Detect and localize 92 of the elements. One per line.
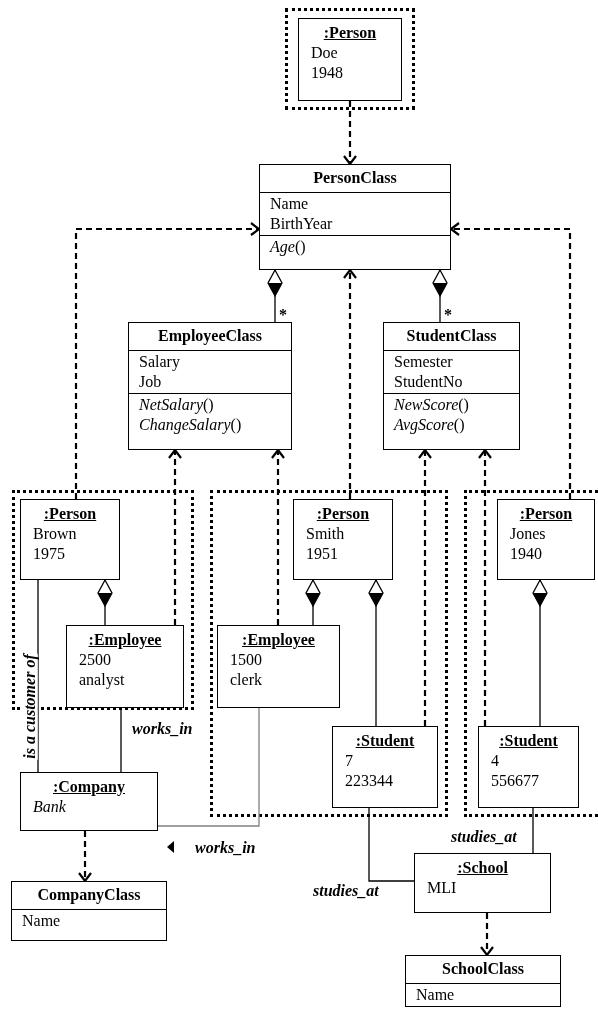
object-name: :Person	[323, 23, 377, 43]
association-label: studies_at	[312, 881, 380, 899]
attribute-value: Smith	[306, 524, 345, 544]
association-line	[37, 579, 39, 773]
attribute-value: 1951	[306, 544, 338, 564]
composition-line	[97, 579, 113, 626]
dependency-arrow	[479, 913, 495, 957]
operation-text: Age()	[268, 237, 306, 257]
composition-line	[532, 579, 548, 727]
object-box	[497, 499, 595, 580]
attribute-text: Semester	[393, 352, 453, 372]
association-line	[368, 807, 415, 882]
operation-text: NetSalary()	[138, 395, 214, 415]
dependency-arrow	[449, 221, 572, 499]
object-name: :Employee	[88, 630, 162, 650]
association-line	[120, 707, 122, 773]
operation-text: NewScore()	[393, 395, 469, 415]
association-label: works_in	[131, 719, 194, 737]
class-box	[128, 322, 292, 450]
association-line	[157, 707, 260, 827]
object-box	[20, 499, 120, 580]
class-box	[405, 955, 561, 1007]
attribute-value: 1975	[33, 544, 65, 564]
association-line	[532, 807, 534, 854]
object-name: :Person	[43, 504, 97, 524]
dependency-arrow	[270, 448, 286, 625]
composition-line	[305, 579, 321, 626]
object-box	[217, 625, 340, 708]
class-name: EmployeeClass	[158, 326, 262, 347]
object-name: :Student	[499, 731, 558, 751]
object-group-frame	[210, 490, 448, 817]
dependency-arrow	[417, 448, 433, 726]
object-name: :Person	[519, 504, 573, 524]
attribute-value: Brown	[33, 524, 77, 544]
multiplicity-label: *	[278, 305, 288, 323]
dependency-arrow	[74, 221, 261, 499]
composition-line	[267, 269, 283, 323]
attribute-text: Job	[138, 372, 162, 392]
attribute-text: StudentNo	[393, 372, 463, 392]
attribute-value: Jones	[510, 524, 546, 544]
attribute-value: 1500	[230, 650, 262, 670]
attribute-value: 556677	[491, 771, 539, 791]
object-box	[20, 772, 158, 831]
attribute-text: Salary	[138, 352, 180, 372]
object-box	[66, 625, 184, 708]
attribute-value: 2500	[79, 650, 111, 670]
attribute-value: 223344	[345, 771, 393, 791]
attribute-value: clerk	[230, 670, 262, 690]
dependency-arrow	[167, 448, 183, 625]
attribute-text: Name	[269, 194, 309, 214]
attribute-value: analyst	[79, 670, 125, 690]
attribute-value: 7	[345, 751, 353, 771]
object-name: :Company	[53, 777, 125, 797]
class-box	[383, 322, 520, 450]
class-name: StudentClass	[406, 326, 497, 346]
object-box	[414, 853, 551, 913]
attribute-value: MLI	[427, 878, 457, 898]
association-label: is a customer of	[20, 652, 38, 760]
attribute-value: 1948	[311, 63, 343, 83]
multiplicity-label: *	[443, 305, 453, 323]
object-group-frame	[464, 490, 598, 817]
class-name: CompanyClass	[37, 885, 141, 906]
dependency-arrow	[477, 448, 493, 726]
association-label: studies_at	[450, 827, 518, 845]
attribute-value: 1940	[510, 544, 542, 564]
operation-text: AvgScore()	[392, 415, 465, 435]
class-name: PersonClass	[313, 168, 397, 188]
object-box	[293, 499, 393, 580]
attribute-text: Name	[415, 985, 455, 1005]
association-label: works_in	[194, 838, 257, 856]
attribute-text: Name	[21, 911, 61, 931]
object-box	[332, 726, 438, 808]
attribute-text: BirthYear	[269, 214, 333, 234]
dependency-arrow	[342, 101, 358, 166]
dependency-arrow	[77, 831, 93, 883]
class-box	[259, 164, 451, 270]
class-box	[11, 881, 167, 941]
class-name: SchoolClass	[442, 959, 524, 979]
object-name: :School	[457, 858, 508, 878]
object-box	[478, 726, 579, 808]
object-box	[298, 18, 402, 101]
object-name: :Person	[316, 504, 370, 524]
attribute-value: 4	[491, 751, 499, 771]
operation-text: ChangeSalary()	[138, 415, 242, 435]
composition-line	[368, 579, 384, 727]
attribute-value: Doe	[311, 43, 338, 63]
dependency-arrow	[342, 268, 358, 499]
object-name: :Student	[355, 731, 415, 751]
object-group-frame	[285, 8, 415, 110]
attribute-value: Bank	[33, 797, 66, 817]
object-name: :Employee	[242, 630, 315, 650]
composition-line	[432, 269, 448, 323]
